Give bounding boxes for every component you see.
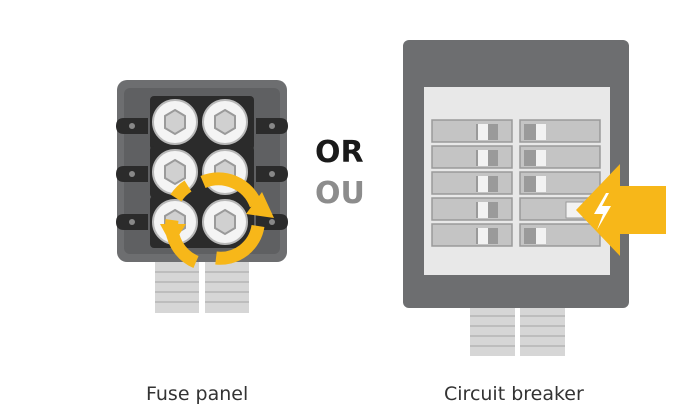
rotate-arrows-icon [160, 172, 274, 268]
lightning-bolt-icon [594, 193, 611, 230]
ou-label: OU [315, 176, 365, 211]
fuse-panel [116, 80, 288, 313]
or-label: OR [315, 135, 364, 170]
arrow-left-icon [576, 164, 666, 256]
circuit-breaker-panel [403, 40, 666, 356]
fuse-row [116, 96, 288, 150]
breaker-wires [470, 302, 565, 356]
breaker-column-right [519, 119, 601, 247]
fuse-panel-wires [155, 258, 249, 313]
breaker-column-left [431, 119, 513, 247]
circuit-breaker-caption: Circuit breaker [444, 383, 584, 405]
fuse-panel-caption: Fuse panel [146, 383, 249, 405]
